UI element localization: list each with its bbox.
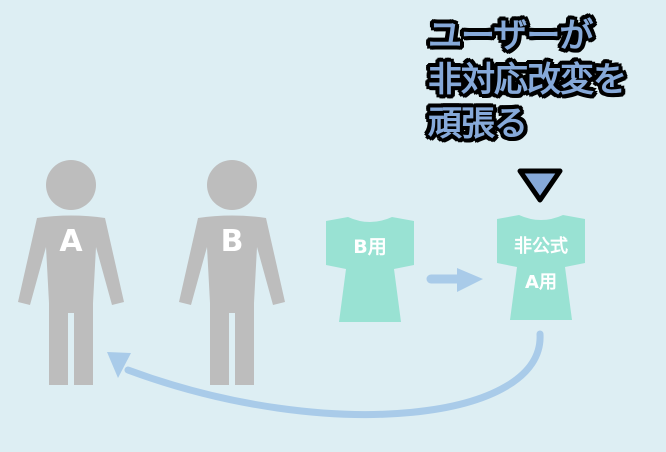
shirt-b-label: B用 — [353, 236, 387, 258]
callout-line: 頑張る — [428, 104, 528, 144]
right-arrow — [426, 268, 483, 292]
callout-text: ユーザーが 非対応改変を 頑張る — [428, 14, 627, 146]
callout-line: 非対応改変を — [428, 60, 627, 100]
shirt-unofficial-label: 非公式 — [514, 236, 568, 257]
return-arrow — [107, 330, 544, 418]
person-b — [179, 160, 285, 385]
down-triangle-icon — [517, 168, 563, 203]
person-a-label: A — [59, 224, 83, 259]
person-a — [18, 160, 124, 385]
shirt-a-label: A用 — [525, 272, 557, 293]
person-b-label: B — [220, 224, 244, 259]
callout-line: ユーザーが — [428, 16, 593, 56]
